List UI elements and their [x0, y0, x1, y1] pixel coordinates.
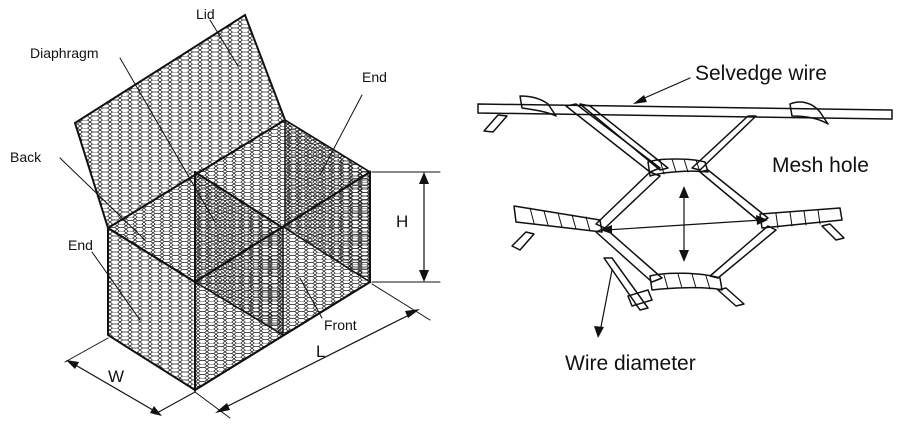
mesh-hole-label: Mesh hole [772, 154, 869, 177]
back-leader [59, 157, 146, 241]
wire-diameter-label: Wire diameter [565, 352, 696, 375]
selvedge-arrow [639, 77, 691, 101]
diaphragm-leader [119, 57, 216, 223]
front-label: Front [324, 317, 357, 333]
length-label: L [316, 342, 325, 361]
diaphragm-label: Diaphragm [30, 45, 98, 61]
height-label: H [396, 212, 408, 231]
back-label: Back [10, 149, 42, 165]
end-top-label: End [362, 69, 387, 85]
length-dimension-line [219, 311, 416, 411]
end-left-label: End [68, 237, 93, 253]
selvedge-label: Selvedge wire [695, 62, 827, 85]
width-label: W [108, 367, 124, 386]
width-dimension-line [71, 362, 159, 414]
end-left-leader [91, 251, 141, 321]
gabion-box: Lid Diaphragm End Back End Front H L W [10, 6, 441, 419]
lid-label: Lid [196, 6, 215, 22]
front-leader [299, 277, 323, 319]
wire-diameter-arrow [599, 269, 613, 333]
lid-leader [209, 19, 239, 67]
end-top-leader [319, 94, 363, 176]
mesh-detail: Selvedge wire Mesh hole Wire diameter [477, 62, 893, 375]
